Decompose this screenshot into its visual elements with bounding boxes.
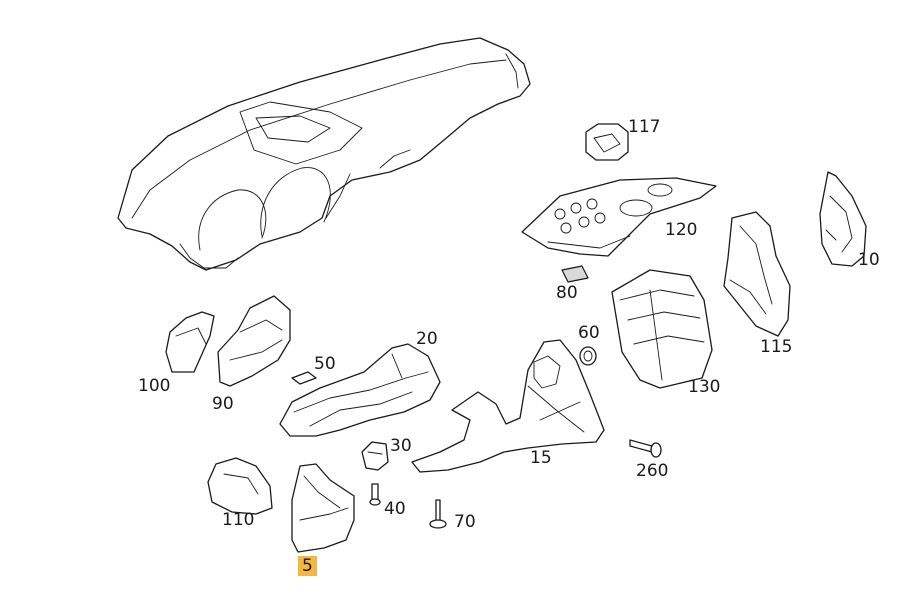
part-40[interactable] (369, 483, 381, 506)
callout-110[interactable]: 110 (222, 510, 255, 530)
callout-90[interactable]: 90 (212, 394, 234, 414)
callout-15[interactable]: 15 (530, 448, 552, 468)
part-110[interactable] (207, 457, 273, 515)
part-15[interactable] (411, 339, 605, 473)
callout-117[interactable]: 117 (628, 117, 661, 137)
part-30[interactable] (361, 441, 389, 471)
callout-260[interactable]: 260 (636, 461, 669, 481)
callout-50[interactable]: 50 (314, 354, 336, 374)
callout-130[interactable]: 130 (688, 377, 721, 397)
part-60[interactable] (579, 346, 597, 366)
part-115[interactable] (723, 211, 791, 337)
part-100[interactable] (165, 311, 215, 373)
callout-60[interactable]: 60 (578, 323, 600, 343)
part-5[interactable] (291, 463, 355, 553)
callout-30[interactable]: 30 (390, 436, 412, 456)
callout-20[interactable]: 20 (416, 329, 438, 349)
callout-5[interactable]: 5 (298, 556, 317, 576)
part-50[interactable] (291, 371, 317, 385)
part-10[interactable] (819, 171, 867, 267)
callout-10[interactable]: 10 (858, 250, 880, 270)
part-80[interactable] (561, 265, 589, 283)
part-90[interactable] (217, 295, 291, 387)
part-120[interactable] (521, 177, 717, 257)
callout-80[interactable]: 80 (556, 283, 578, 303)
callout-40[interactable]: 40 (384, 499, 406, 519)
part-20[interactable] (279, 343, 441, 437)
callout-100[interactable]: 100 (138, 376, 171, 396)
part-dashboard[interactable] (117, 37, 531, 271)
callout-70[interactable]: 70 (454, 512, 476, 532)
part-70[interactable] (429, 499, 447, 529)
callout-115[interactable]: 115 (760, 337, 793, 357)
part-130[interactable] (611, 269, 713, 389)
part-260[interactable] (629, 439, 662, 458)
callout-120[interactable]: 120 (665, 220, 698, 240)
part-117[interactable] (585, 123, 629, 161)
